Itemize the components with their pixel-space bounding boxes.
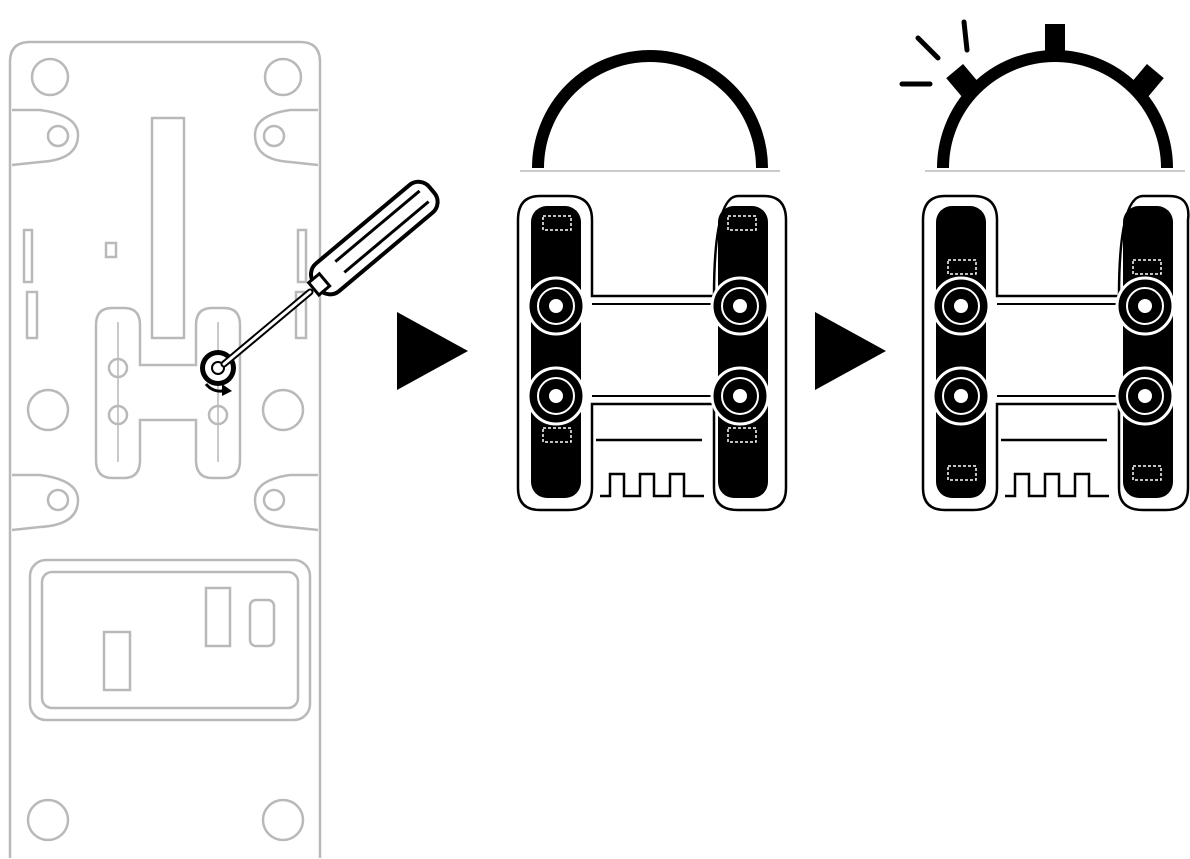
notch-pattern bbox=[1005, 472, 1109, 498]
dome-indicator bbox=[532, 50, 768, 169]
dome-tab bbox=[946, 63, 980, 99]
side-bracket bbox=[253, 473, 319, 532]
h-plate-outline bbox=[921, 194, 1190, 512]
slider-bar-right bbox=[1123, 206, 1173, 498]
notch-pattern bbox=[600, 472, 704, 498]
step-before bbox=[516, 50, 788, 512]
mount-hole bbox=[26, 798, 70, 842]
base-plate bbox=[8, 40, 322, 858]
side-bracket bbox=[11, 473, 80, 532]
side-bracket bbox=[11, 108, 80, 167]
h-gate-outline bbox=[94, 306, 242, 480]
mount-hole bbox=[261, 388, 305, 432]
play-arrow-icon bbox=[815, 312, 886, 390]
dome-indicator bbox=[937, 50, 1173, 169]
dome-tab bbox=[1130, 63, 1164, 99]
slider-bar-left bbox=[531, 206, 581, 498]
side-bracket bbox=[253, 108, 319, 167]
center-slot bbox=[150, 116, 186, 340]
mount-hole bbox=[261, 798, 305, 842]
mount-hole bbox=[263, 57, 303, 97]
play-arrow-icon bbox=[397, 312, 468, 390]
dome-tab bbox=[1045, 24, 1065, 60]
screwdriver-icon bbox=[220, 179, 440, 368]
slider-bar-right bbox=[718, 206, 768, 498]
step-after bbox=[899, 19, 1190, 512]
slider-bar-left bbox=[936, 206, 986, 498]
mount-hole bbox=[30, 57, 70, 97]
small-square bbox=[104, 241, 118, 259]
click-burst-icon bbox=[899, 19, 970, 87]
mount-hole bbox=[26, 388, 70, 432]
lower-box bbox=[28, 558, 312, 722]
